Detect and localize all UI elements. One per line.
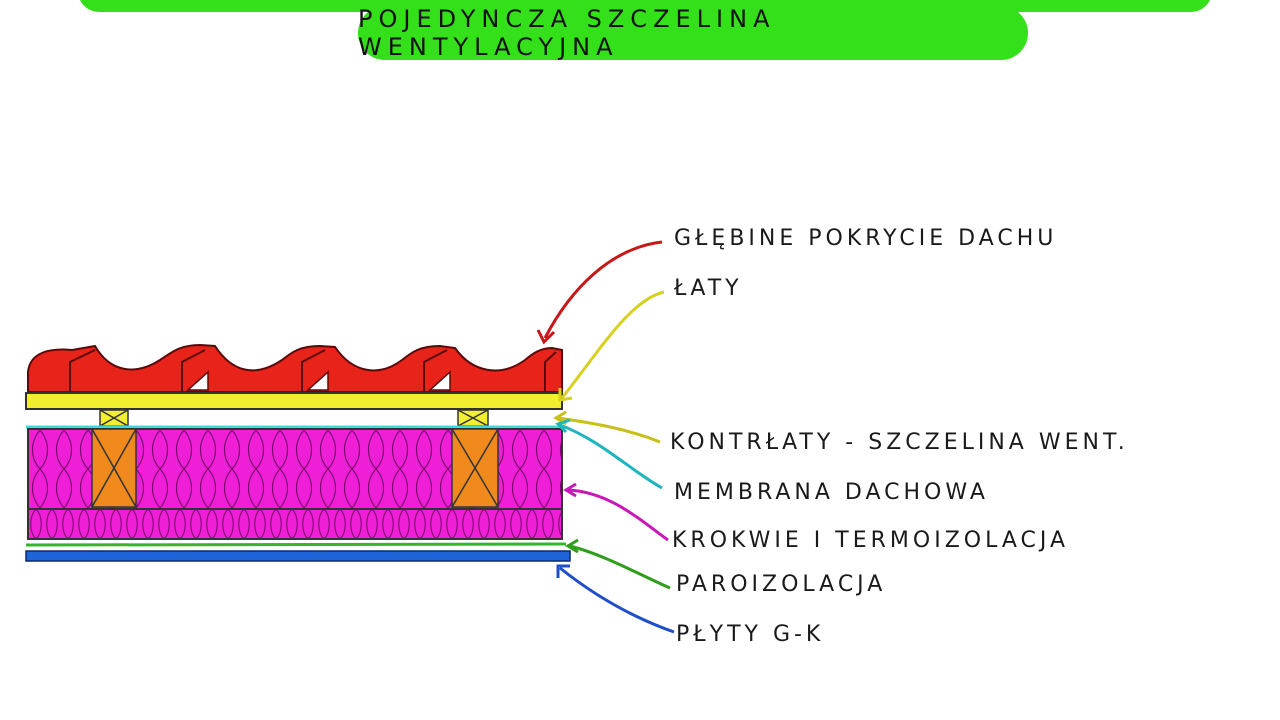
insulation-lower — [27, 508, 563, 540]
counter-battens — [99, 409, 489, 427]
label-arrows — [536, 240, 675, 634]
batten-layer — [25, 392, 563, 410]
vapor-barrier-line — [25, 542, 567, 547]
label-battens: Łaty — [674, 276, 743, 301]
title-banner: Pojedyncza szczelina wentylacyjna — [358, 5, 1028, 61]
label-gypsum-boards: Płyty G-K — [676, 622, 825, 647]
label-roof-membrane: Membrana dachowa — [674, 480, 989, 505]
label-vapor-barrier: Paroizolacja — [676, 572, 887, 597]
label-counter-battens: Kontrłaty - szczelina went. — [670, 430, 1129, 455]
diagram-title: Pojedyncza szczelina wentylacyjna — [358, 5, 776, 61]
label-rafters-insulation: Krokwie i termoizolacja — [672, 528, 1070, 553]
roof-tiles-layer — [27, 343, 563, 393]
label-roof-covering: Głębine pokrycie dachu — [674, 226, 1058, 251]
gypsum-board-layer — [25, 550, 571, 562]
rafters — [91, 428, 499, 508]
